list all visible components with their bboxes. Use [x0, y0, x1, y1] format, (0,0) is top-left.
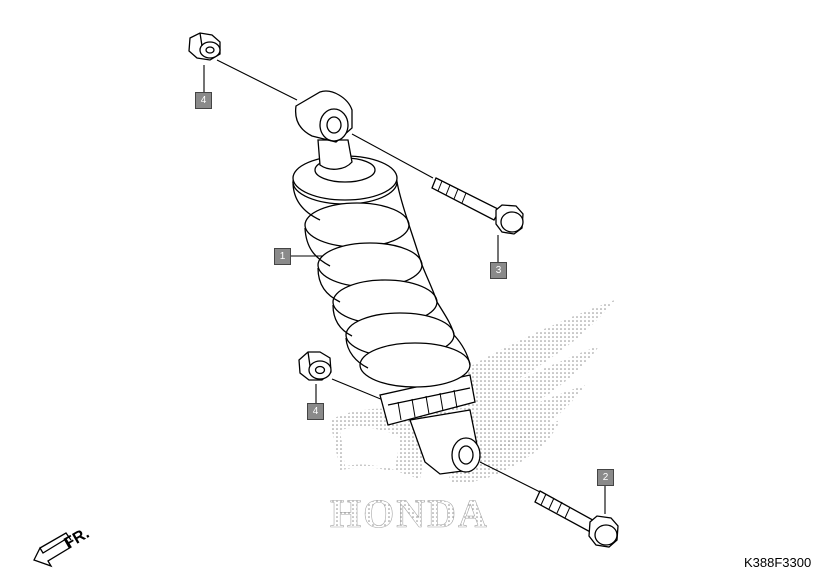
- callout-4-middle: 4: [307, 403, 324, 420]
- callout-2: 2: [597, 469, 614, 486]
- honda-watermark-text: HONDA: [330, 491, 489, 536]
- callout-1: 1: [274, 248, 291, 265]
- leader-lines: [203, 59, 606, 514]
- flange-nut-top: [188, 32, 221, 61]
- shock-absorber: [292, 90, 481, 475]
- drawing-code: K388F3300: [744, 555, 812, 570]
- bolt-upper: [431, 177, 524, 235]
- callout-3: 3: [490, 262, 507, 279]
- bolt-lower: [534, 490, 619, 548]
- flange-nut-middle: [298, 351, 332, 381]
- callout-4-top: 4: [195, 92, 212, 109]
- front-direction-arrow: FR.: [33, 525, 92, 568]
